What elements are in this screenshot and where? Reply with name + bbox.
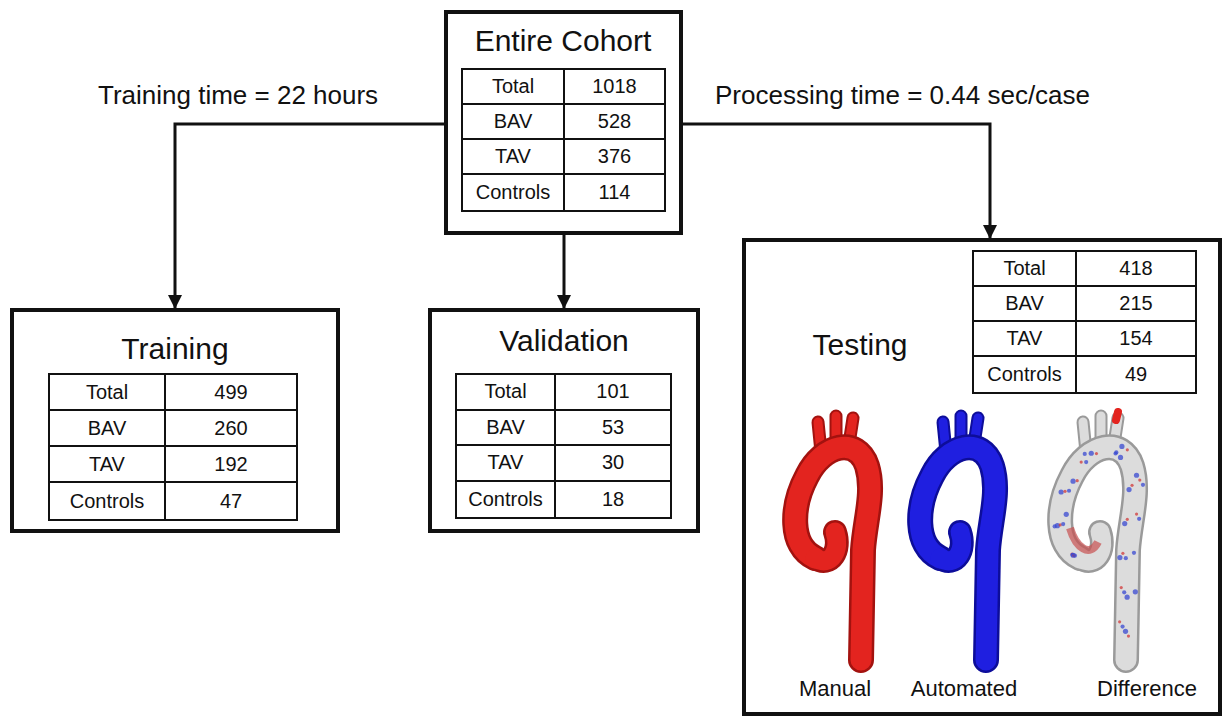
difference-speckle (1137, 517, 1141, 521)
difference-speckle (1076, 479, 1079, 482)
table-cell: BAV (50, 411, 166, 447)
table-cell: TAV (457, 446, 556, 482)
difference-speckle (1089, 451, 1094, 456)
difference-speckle (1126, 518, 1129, 521)
edge-label: Training time = 22 hours (95, 80, 381, 110)
difference-speckle (1073, 554, 1077, 558)
table-cell: 114 (565, 175, 664, 210)
table-cell: 499 (166, 375, 296, 411)
table-cell: 101 (556, 375, 670, 411)
difference-speckle (1118, 620, 1121, 623)
box-heading: Entire Cohort (475, 24, 652, 58)
table-cell: 192 (166, 447, 296, 483)
table-cell: 49 (1077, 357, 1195, 392)
table-cell: 418 (1077, 252, 1195, 287)
difference-speckle (1120, 624, 1124, 628)
table-cell: Controls (463, 175, 565, 210)
table-cell: 1018 (565, 70, 664, 105)
difference-speckle (1123, 629, 1128, 634)
difference-speckle (1063, 490, 1066, 493)
difference-speckles (1053, 444, 1146, 638)
difference-speckle (1127, 635, 1130, 638)
table-cell: BAV (457, 411, 556, 447)
count-table: Total1018BAV528TAV376Controls114 (461, 68, 666, 212)
difference-speckle (1124, 556, 1128, 560)
count-table: Total499BAV260TAV192Controls47 (48, 373, 298, 521)
difference-speckle (1138, 478, 1141, 481)
table-cell: 18 (556, 482, 670, 518)
difference-speckle (1117, 555, 1122, 560)
table-cell: Total (457, 375, 556, 411)
flow-arrow (563, 235, 566, 308)
image-caption: Manual (797, 676, 873, 702)
difference-speckle (1084, 460, 1088, 464)
difference-speckle (1132, 551, 1136, 555)
difference-speckle (1130, 484, 1133, 487)
difference-speckle (1125, 595, 1130, 600)
table-cell: Controls (50, 483, 166, 519)
difference-speckle (1061, 522, 1065, 526)
table-cell: 30 (556, 446, 670, 482)
table-cell: BAV (463, 105, 565, 140)
difference-speckle (1067, 489, 1071, 493)
table-cell: TAV (463, 140, 565, 175)
difference-speckle (1113, 451, 1117, 455)
cohort-box: TrainingTotal499BAV260TAV192Controls47 (10, 308, 340, 533)
cohort-box: ValidationTotal101BAV53TAV30Controls18 (428, 308, 700, 533)
box-heading: Training (121, 332, 228, 366)
difference-speckle (1126, 448, 1129, 451)
difference-speckle (1119, 444, 1124, 449)
difference-speckle (1126, 487, 1131, 492)
image-caption: Difference (1095, 676, 1199, 702)
difference-spot (1116, 412, 1118, 420)
cohort-box: Entire CohortTotal1018BAV528TAV376Contro… (444, 10, 683, 235)
image-caption: Automated (909, 676, 1019, 702)
table-cell: 53 (556, 411, 670, 447)
manual-aorta (795, 416, 870, 660)
table-cell: BAV (974, 287, 1077, 322)
table-cell: 260 (166, 411, 296, 447)
difference-spot (1070, 528, 1098, 550)
table-cell: 154 (1077, 322, 1195, 357)
table-cell: TAV (50, 447, 166, 483)
table-cell: TAV (974, 322, 1077, 357)
difference-speckle (1059, 489, 1064, 494)
table-cell: 47 (166, 483, 296, 519)
flow-arrow (683, 124, 990, 238)
difference-speckle (1095, 452, 1098, 455)
box-heading: Testing (812, 328, 907, 362)
flow-arrow (175, 124, 444, 308)
count-table: Total101BAV53TAV30Controls18 (455, 373, 672, 519)
table-cell: 215 (1077, 287, 1195, 322)
difference-speckle (1134, 473, 1139, 478)
automated-aorta (920, 416, 995, 660)
table-cell: Controls (457, 482, 556, 518)
difference-speckle (1122, 590, 1126, 594)
table-cell: Total (974, 252, 1077, 287)
table-cell: 528 (565, 105, 664, 140)
difference-speckle (1083, 452, 1087, 456)
difference-speckle (1121, 552, 1124, 555)
difference-speckle (1135, 513, 1138, 516)
difference-speckle (1120, 586, 1123, 589)
difference-speckle (1141, 483, 1145, 487)
difference-speckle (1070, 479, 1075, 484)
edge-label: Processing time = 0.44 sec/case (712, 80, 1093, 110)
table-cell: 376 (565, 140, 664, 175)
table-cell: Total (50, 375, 166, 411)
box-heading: Validation (499, 324, 629, 358)
difference-speckle (1064, 512, 1069, 517)
cohort-box: Testing Total418BAV215TAV154Controls49Man… (742, 238, 1222, 716)
difference-speckle (1133, 589, 1138, 594)
count-table: Total418BAV215TAV154Controls49 (972, 250, 1197, 394)
table-cell: Controls (974, 357, 1077, 392)
difference-speckle (1118, 455, 1123, 460)
table-cell: Total (463, 70, 565, 105)
difference-speckle (1080, 460, 1083, 463)
difference-speckle (1122, 521, 1127, 526)
difference-aorta (1053, 412, 1146, 660)
